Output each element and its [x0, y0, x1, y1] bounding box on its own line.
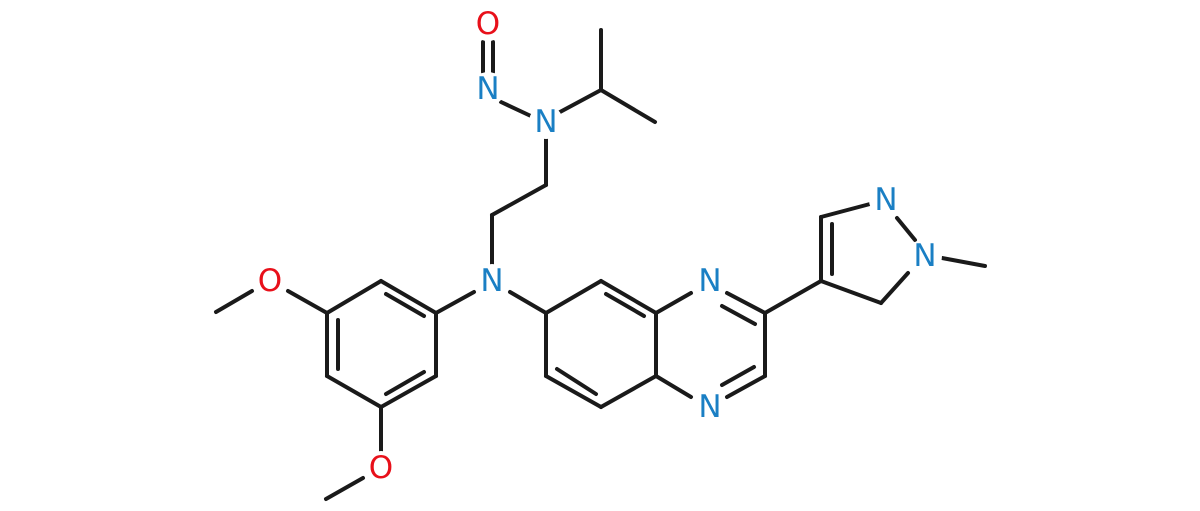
- atom-quinoxaline-nitrogen-bottom: N: [693, 389, 727, 425]
- bond-qb-5: [544, 374, 603, 409]
- atom-nitroso-nitrogen: N: [471, 71, 505, 107]
- atom-pyrazole-nitrogen-2: N: [869, 182, 903, 218]
- bond-qp-1: [654, 291, 693, 315]
- bond-qb-2: [599, 279, 658, 315]
- atom-label: N: [480, 263, 503, 299]
- bond-pz-4: [879, 271, 910, 305]
- bond-ph-inner-1: [384, 292, 426, 318]
- bond-qp-4-inner: [720, 365, 756, 387]
- atom-label: N: [913, 238, 936, 274]
- bond-pz-5: [819, 279, 883, 305]
- atom-label: O: [476, 6, 500, 42]
- bond-nitroso-n-n: [499, 100, 535, 119]
- bond-pz-2: [819, 202, 872, 219]
- bond-ph-4: [325, 374, 383, 409]
- bond-isopropyl-methyl-right: [599, 88, 657, 124]
- atom-methoxy-oxygen-bottom: O: [364, 450, 398, 486]
- bonds: [214, 28, 987, 501]
- atom-label: N: [476, 71, 499, 107]
- atom-labels: O N N N N N N N: [253, 6, 942, 486]
- bond-ph-1: [379, 279, 438, 315]
- bond-n-phenyl: [434, 290, 476, 315]
- bond-n-quinoxaline: [508, 290, 548, 315]
- atom-label: N: [874, 182, 897, 218]
- atom-label: O: [369, 450, 393, 486]
- atom-label: O: [258, 263, 282, 299]
- atom-pyrazole-nitrogen-1: N: [908, 238, 942, 274]
- bond-qp-4: [725, 374, 767, 399]
- bond-qb-4: [599, 374, 658, 409]
- bond-quinoxaline-pyrazole: [763, 279, 823, 315]
- bond-ph-5: [379, 374, 438, 409]
- bond-ph-o-top: [286, 289, 329, 315]
- bond-qp-2-inner: [720, 304, 757, 326]
- bond-o-me-top: [214, 289, 254, 314]
- bond-pz-3: [895, 216, 917, 242]
- atom-label: N: [698, 389, 721, 425]
- atom-amine-nitrogen: N: [529, 104, 563, 140]
- atom-nitroso-oxygen: O: [471, 6, 505, 42]
- bond-qp-2: [725, 291, 767, 315]
- bond-n-isopropyl-ch: [558, 88, 603, 114]
- bond-qb-inner-2: [555, 367, 598, 396]
- bond-o-me-bottom: [324, 476, 365, 501]
- bond-qp-5: [654, 374, 693, 399]
- atom-aryl-amine-nitrogen: N: [475, 263, 509, 299]
- atom-quinoxaline-nitrogen-top: N: [693, 263, 727, 299]
- bond-qb-1: [544, 279, 603, 315]
- atom-label: N: [698, 263, 721, 299]
- bond-ph-2: [325, 279, 383, 315]
- bond-qb-inner-1: [604, 292, 646, 318]
- atom-label: N: [534, 104, 557, 140]
- atom-methoxy-oxygen-top: O: [253, 263, 287, 299]
- bond-ch2-ch2: [490, 183, 548, 217]
- bond-pz-n-methyl: [940, 256, 987, 268]
- bond-ph-inner-3: [384, 370, 426, 396]
